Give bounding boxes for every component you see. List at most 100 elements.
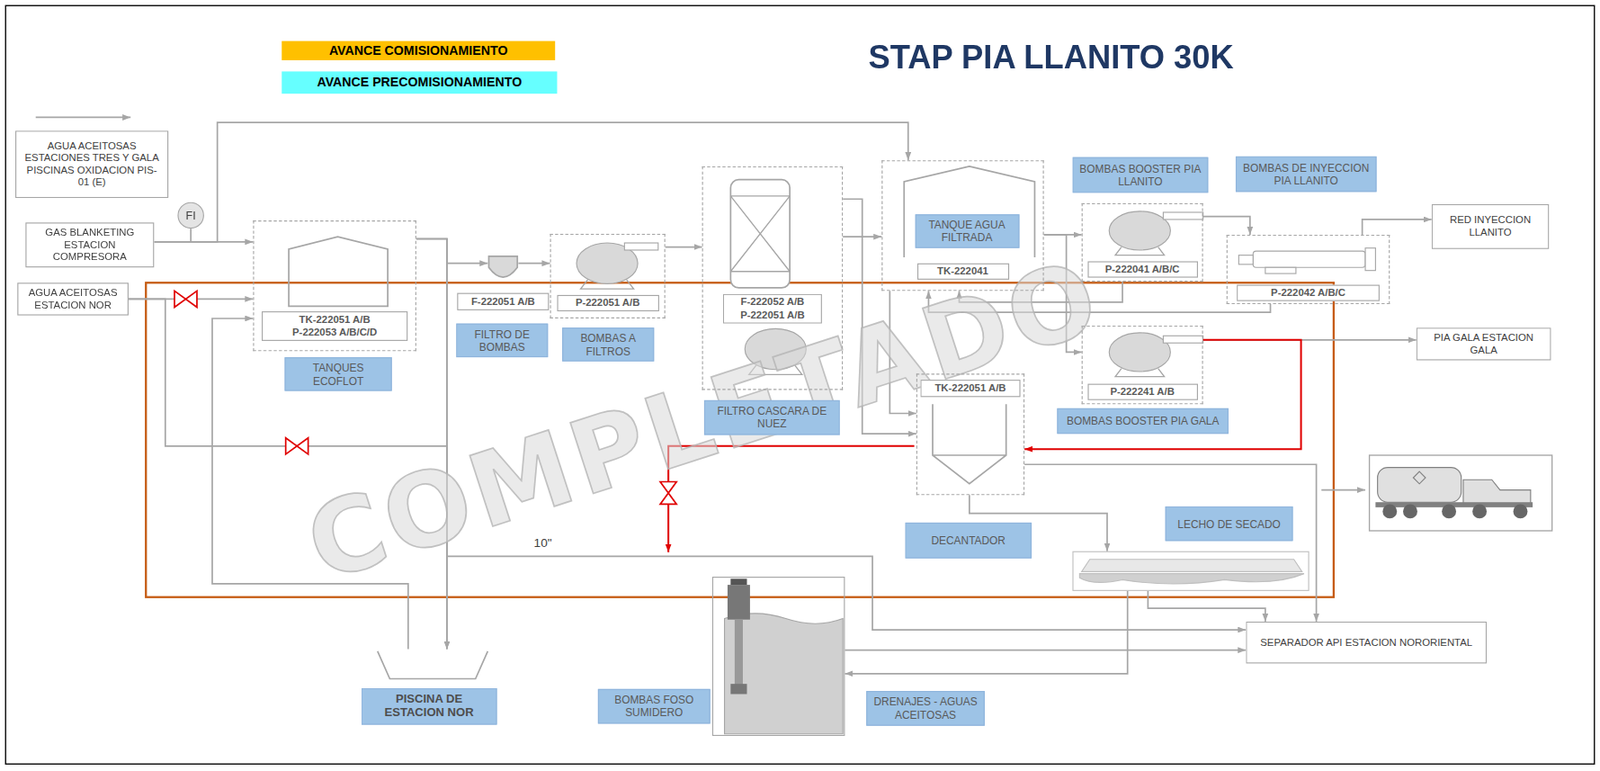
node-text: FI <box>186 209 197 223</box>
node-text: LECHO DE SECADO <box>1177 517 1281 530</box>
node-text: FILTRO DE BOMBAS <box>462 327 542 354</box>
injection-pump <box>1252 250 1366 268</box>
tank-symbol <box>288 236 388 306</box>
filter-vessel <box>730 179 790 288</box>
flow-connector <box>1203 216 1251 235</box>
node-text: P-222042 A/B/C <box>1243 286 1373 299</box>
equipment-label: PISCINA DE ESTACION NOR <box>361 688 498 725</box>
label-box: BOMBAS BOOSTER PIA LLANITO <box>1072 157 1208 194</box>
flow-connector <box>1147 590 1265 622</box>
drying-bed <box>1081 559 1303 573</box>
truck-cab <box>1463 479 1531 505</box>
flow-connector <box>1362 219 1432 235</box>
pump-discharge <box>1162 212 1203 220</box>
flow-connector <box>518 262 550 265</box>
node-text: AGUA ACEITOSAS ESTACIONES TRES Y GALA PI… <box>22 139 161 188</box>
label-box: DECANTADOR <box>904 522 1032 559</box>
equipment-group: P-222241 A/B <box>1081 325 1204 404</box>
proposed-line <box>667 503 670 552</box>
node-text: F-222052 A/B <box>730 295 815 309</box>
sump-liquid <box>724 613 844 734</box>
node-text: P-222041 A/B/C <box>1094 262 1191 276</box>
truck-tank <box>1377 467 1462 503</box>
equipment-box: F-222051 A/B <box>487 252 519 286</box>
node-text: RED INYECCION LLANITO <box>1439 214 1543 239</box>
legend-swatch: AVANCE PRECOMISIONAMIENTO <box>281 71 557 94</box>
flow-connector <box>153 122 908 242</box>
node-text: BOMBAS BOOSTER PIA LLANITO <box>1078 161 1202 188</box>
process-box: AGUA ACEITOSAS ESTACIONES TRES Y GALA PI… <box>15 130 169 198</box>
node-text: PIA GALA ESTACION GALA <box>1423 331 1545 357</box>
label-box: BOMBAS DE INYECCION PIA LLANITO <box>1235 156 1377 193</box>
node-text: AGUA ACEITOSAS ESTACION NOR <box>24 286 122 312</box>
valve-symbol <box>286 437 309 455</box>
injection-pump-flange <box>1365 248 1376 271</box>
pump-base <box>1115 368 1164 377</box>
node-text: GAS BLANKETING ESTACION COMPRESORA <box>32 226 147 264</box>
flow-connector <box>1024 464 1316 622</box>
truck-wheel <box>1403 503 1418 519</box>
truck-wheel <box>1513 503 1529 519</box>
pump-symbol <box>1108 332 1171 372</box>
decanter-vessel <box>932 403 1007 483</box>
node-text: PISCINA DE ESTACION NOR <box>366 691 491 720</box>
sump-pump-cap <box>730 578 747 585</box>
flow-connector <box>416 238 488 263</box>
equipment-group: TK-222041 TANQUE AGUA FILTRADA <box>881 160 1044 291</box>
process-box: RED INYECCION LLANITO <box>1431 204 1549 250</box>
tag-box: P-222041 A/B/C <box>1087 260 1198 278</box>
truck-wheel <box>1441 503 1457 519</box>
label-box: DRENAJES - AGUAS ACEITOSAS <box>866 690 985 726</box>
equipment-outline <box>375 649 491 682</box>
pump-discharge <box>624 242 658 251</box>
node-text: P-222053 A/B/C/D <box>268 325 401 339</box>
node-text: TK-222041 <box>923 264 1002 278</box>
node-text: TK-222051 A/B <box>268 312 401 326</box>
truck-wheel <box>1382 503 1397 519</box>
pump-base <box>1115 247 1164 256</box>
equipment-group: TK-222051 A/B <box>916 373 1025 495</box>
equipment-label: F-222051 A/B <box>456 293 549 311</box>
node-text: TK-222051 A/B <box>927 381 1013 394</box>
node-text: P-222051 A/B <box>730 308 815 322</box>
equipment-group: TK-222051 A/BP-222053 A/B/C/D <box>252 220 417 351</box>
node-text: SEPARADOR API ESTACION NORORIENTAL <box>1260 635 1473 649</box>
process-box: GAS BLANKETING ESTACION COMPRESORA <box>25 222 154 268</box>
filter-bed <box>730 196 790 272</box>
valve-symbol <box>174 290 197 307</box>
tag-box: TK-222041 <box>916 262 1009 280</box>
pump-base <box>581 279 635 289</box>
tag-box: P-222042 A/B/C <box>1236 284 1380 302</box>
sump-pump-impeller <box>730 683 747 694</box>
node-text: F-222051 A/B <box>471 294 536 308</box>
truck-wheel <box>1472 503 1487 519</box>
injection-pump-base <box>1265 267 1297 274</box>
truck-hazard-sign <box>1412 471 1426 484</box>
flow-connector <box>844 590 1127 674</box>
pump-symbol <box>1108 211 1171 251</box>
label-box: TANQUES ECOFLOT <box>285 357 393 392</box>
flow-arrow <box>1321 489 1366 492</box>
equipment-group: P-222051 A/B <box>550 233 666 319</box>
legend-text: AVANCE PRECOMISIONAMIENTO <box>316 75 522 90</box>
node-text: TANQUE AGUA FILTRADA <box>920 217 1013 244</box>
node-text: BOMBAS FOSO SUMIDERO <box>604 693 705 720</box>
process-box: AGUA ACEITOSAS ESTACION NOR <box>17 282 129 315</box>
equipment-label: LECHO DE SECADO <box>1165 506 1294 542</box>
label-box: BOMBAS A FILTROS <box>562 327 654 362</box>
line-size-label: 10" <box>531 536 555 551</box>
sump-pump-motor <box>727 584 751 620</box>
tag-box: P-222051 A/B <box>556 294 659 312</box>
node-text: DECANTADOR <box>930 534 1006 547</box>
equipment-box: LECHO DE SECADO <box>1072 551 1309 591</box>
process-box: PIA GALA ESTACION GALA <box>1416 327 1552 360</box>
injection-pump-head <box>1238 255 1253 265</box>
node-text: DRENAJES - AGUAS ACEITOSAS <box>872 695 979 722</box>
legend-text: AVANCE COMISIONAMIENTO <box>329 43 509 58</box>
tag-box: TK-222051 A/BP-222053 A/B/C/D <box>261 311 408 341</box>
node-text: BOMBAS A FILTROS <box>568 331 648 358</box>
tank-symbol <box>903 166 1035 258</box>
equipment-outline <box>488 256 518 278</box>
equipment-outline <box>377 651 489 680</box>
tag-box: P-222241 A/B <box>1087 383 1198 401</box>
